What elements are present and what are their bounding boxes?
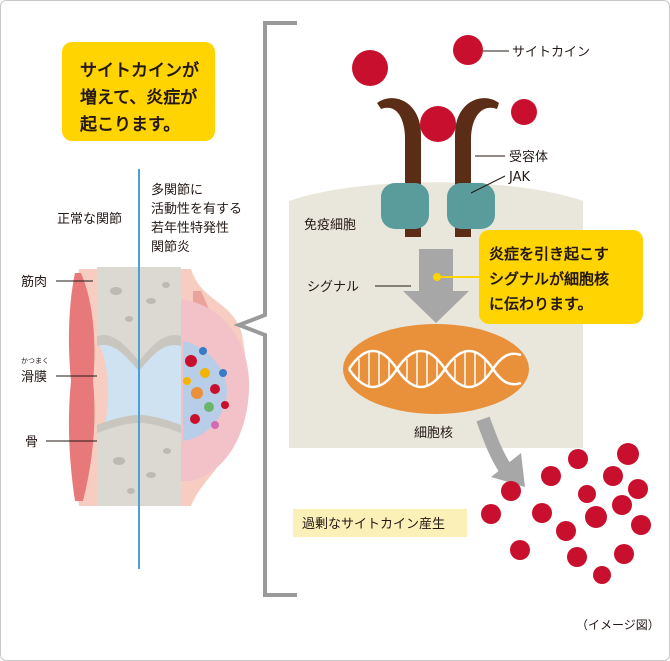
receptor-right <box>455 98 499 209</box>
cytokines-top <box>352 35 537 142</box>
output-arrow-head <box>491 453 525 487</box>
cytokine <box>556 521 576 541</box>
signal-callout-box <box>479 230 643 324</box>
joint-illustration <box>68 169 250 569</box>
nucleus-label: 細胞核 <box>414 426 453 441</box>
top-callout-line2: 増えて、炎症が <box>80 87 197 108</box>
bone-label: 骨 <box>25 435 38 450</box>
excess-cytokines <box>481 443 651 584</box>
cytokine <box>453 35 483 65</box>
cytokine <box>567 547 587 567</box>
jak-right <box>447 183 495 229</box>
cytokine <box>631 515 651 535</box>
dna-strand-b <box>347 349 522 389</box>
excess-label-bg <box>293 509 467 537</box>
ra-joint-label-line4: 関節炎 <box>151 240 190 255</box>
excess-label: 過剰なサイトカイン産生 <box>302 516 445 532</box>
muscle-label: 筋肉 <box>21 274 47 290</box>
signal-callout-line2: シグナルが細胞核 <box>489 270 609 288</box>
cytokine <box>593 566 611 584</box>
ra-joint-label-line2: 活動性を有する <box>151 202 242 217</box>
lower-bone-cartilage <box>97 415 181 433</box>
footer-note: （イメージ図） <box>576 618 660 632</box>
cytokine <box>612 495 632 515</box>
cytokine <box>585 506 607 528</box>
signal-callout: 炎症を引き起こす シグナルが細胞核 に伝わります。 <box>433 230 643 324</box>
top-callout-line1: サイトカインが <box>80 60 199 81</box>
upper-bone-cartilage <box>97 334 181 371</box>
ra-joint-label-line3: 若年性特発性 <box>151 220 229 236</box>
jak-left <box>381 183 429 229</box>
cytokine <box>352 50 388 86</box>
dna-rungs <box>358 353 486 385</box>
ra-joint-label-line1: 多関節に <box>151 182 203 198</box>
muscle-left <box>68 273 95 501</box>
cell-nucleus <box>343 324 529 414</box>
signal-callout-dot <box>433 273 441 281</box>
signal-label: シグナル <box>307 280 359 295</box>
inflammatory-cells <box>183 347 229 429</box>
dna-helix <box>347 349 522 389</box>
cytokine <box>510 540 530 560</box>
jak-leader-line <box>470 175 506 194</box>
jak-proteins <box>381 183 495 229</box>
cytokine <box>568 449 588 469</box>
immune-cell-label: 免疫細胞 <box>304 217 356 233</box>
signal-arrow <box>403 249 469 323</box>
cytokine <box>614 544 634 564</box>
top-callout: サイトカインが 増えて、炎症が 起こります。 <box>62 42 215 141</box>
cytokine <box>511 99 537 125</box>
cytokine <box>420 106 456 142</box>
cytokine <box>628 479 648 499</box>
cytokine <box>481 504 501 524</box>
zoom-bracket <box>233 21 297 597</box>
synovium-label: 滑膜 <box>21 370 47 385</box>
cytokine-label: サイトカイン <box>512 45 590 60</box>
top-callout-box <box>62 42 215 141</box>
signal-callout-line1: 炎症を引き起こす <box>489 245 609 263</box>
normal-joint-label: 正常な関節 <box>57 212 122 227</box>
cytokine <box>617 443 639 465</box>
cytokine <box>541 466 561 486</box>
jak-label: JAK <box>508 170 530 185</box>
signal-callout-line3: に伝わります。 <box>489 295 593 313</box>
cytokine <box>578 485 596 503</box>
cytokine <box>501 481 521 501</box>
bone-texture <box>110 282 171 494</box>
synovium-ruby: かつまく <box>21 357 49 365</box>
receptor-label: 受容体 <box>509 149 548 165</box>
receptor-left <box>377 98 421 209</box>
top-callout-line3: 起こります。 <box>79 114 180 135</box>
cytokine <box>532 503 552 523</box>
cytokine <box>603 466 623 486</box>
